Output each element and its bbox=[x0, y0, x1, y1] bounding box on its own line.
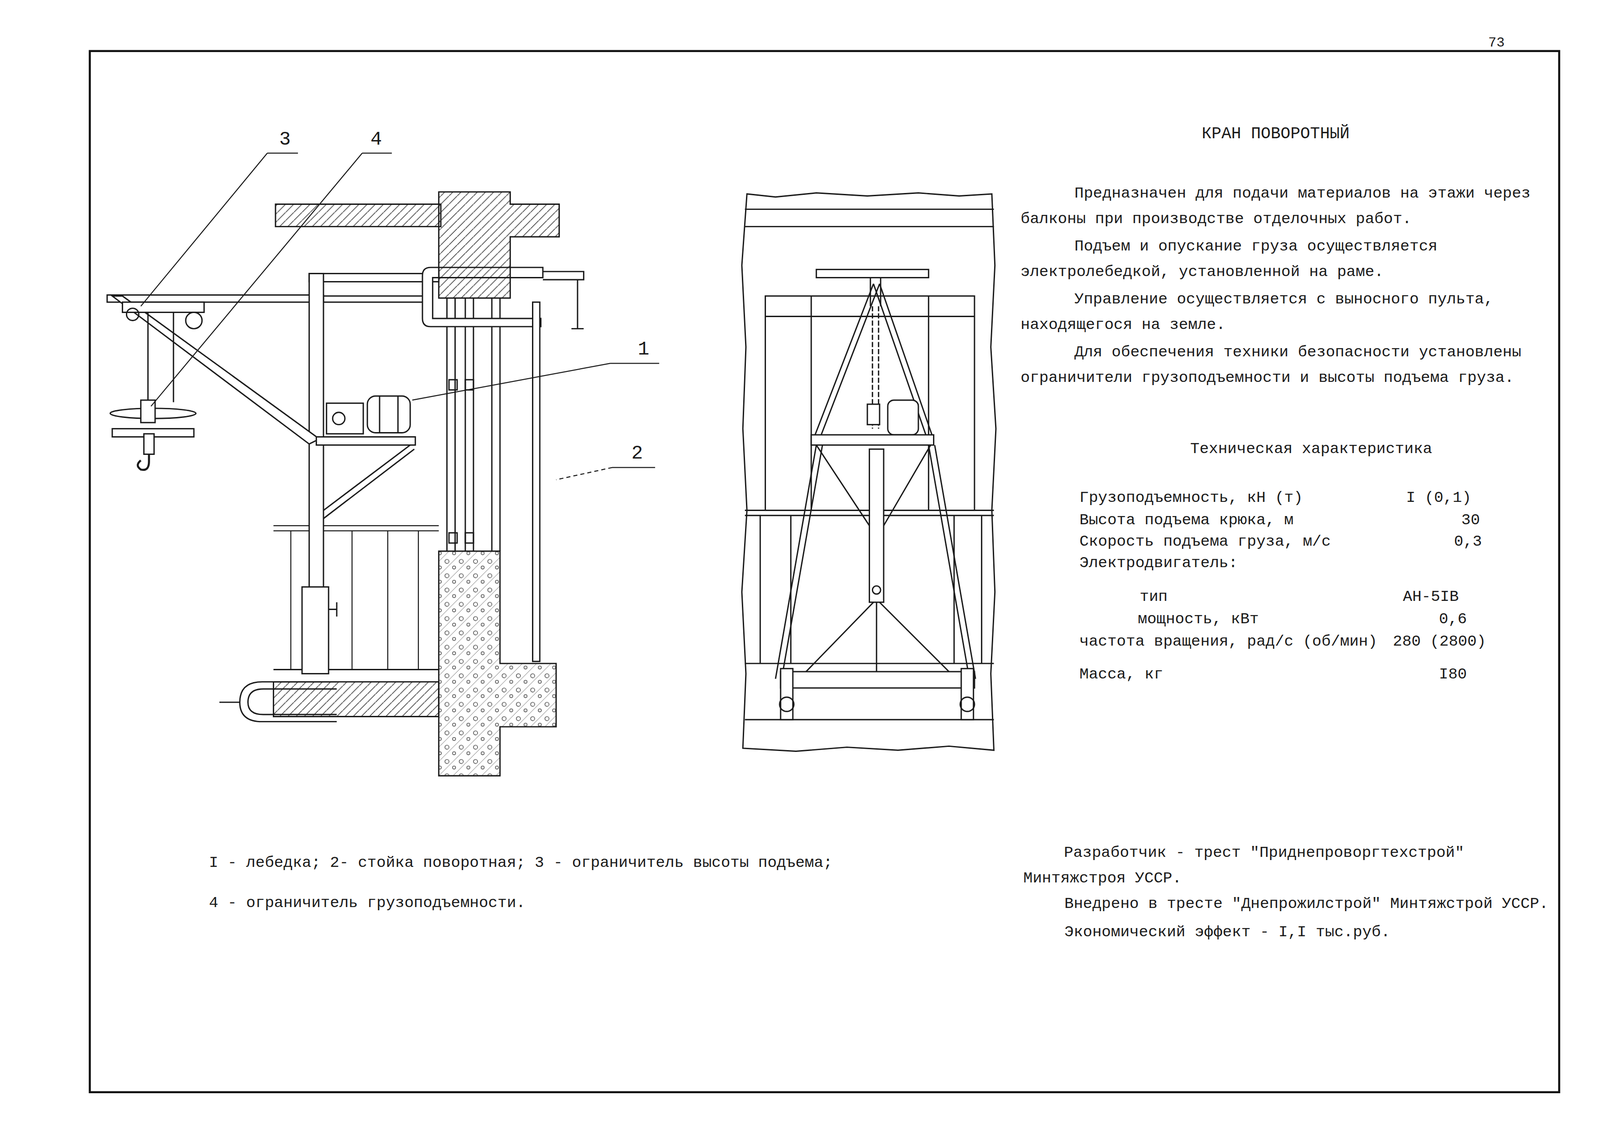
paragraph: Для обеспечения техники безопасности уст… bbox=[1020, 339, 1555, 391]
side-view-part bbox=[326, 403, 364, 434]
side-view-part bbox=[239, 681, 337, 722]
table-cell: 0,3 bbox=[1454, 528, 1482, 555]
paragraph: Управление осуществляется с выносного пу… bbox=[1020, 286, 1555, 338]
title: КРАН ПОВОРОТНЫЙ bbox=[1201, 121, 1350, 147]
leader-lines bbox=[140, 153, 660, 480]
side-view-part bbox=[448, 532, 458, 543]
table-cell: Скорость подъема груза, м/с bbox=[1079, 528, 1331, 555]
table-cell: Масса, кг bbox=[1079, 661, 1164, 688]
developer-note: Разработчик - трест "Приднепроворгтехстр… bbox=[1023, 839, 1553, 892]
front-view-part bbox=[741, 192, 996, 752]
table-cell: 0,6 bbox=[1438, 606, 1467, 632]
front-view-part bbox=[775, 444, 976, 679]
front-view-part bbox=[745, 209, 995, 227]
side-view-part bbox=[447, 297, 501, 552]
front-view-part bbox=[872, 585, 881, 595]
paragraph: Подъем и опускание груза осуществляется … bbox=[1020, 233, 1555, 285]
side-view-part bbox=[112, 296, 320, 444]
side-view-part bbox=[532, 302, 541, 662]
side-view-part bbox=[122, 302, 204, 313]
side-view-part bbox=[367, 396, 411, 433]
side-view-part bbox=[316, 437, 416, 446]
side-view-part bbox=[379, 396, 398, 433]
front-view-part bbox=[887, 400, 919, 435]
side-view-part bbox=[328, 602, 337, 617]
side-view-part bbox=[137, 454, 150, 470]
leader-lines-part bbox=[556, 467, 613, 480]
table-cell: тип bbox=[1139, 583, 1168, 610]
parts-list: I - лебедка; 2- стойка поворотная; 3 - о… bbox=[208, 849, 833, 876]
side-view-part bbox=[542, 271, 584, 329]
callout-number: 3 bbox=[279, 126, 291, 153]
side-view-part bbox=[275, 203, 441, 227]
front-view-part bbox=[780, 671, 975, 688]
side-view-part bbox=[438, 267, 543, 278]
front-view-part bbox=[803, 602, 951, 674]
front-view-part bbox=[814, 283, 933, 438]
callout-number: 1 bbox=[637, 336, 650, 363]
side-view-part bbox=[185, 312, 203, 329]
side-view-part bbox=[107, 295, 324, 303]
leader-lines-part bbox=[412, 363, 660, 401]
page-number: 73 bbox=[1488, 30, 1505, 56]
side-view-part bbox=[247, 688, 337, 715]
side-view-part bbox=[465, 379, 474, 390]
leader-lines-part bbox=[612, 466, 656, 468]
side-view bbox=[107, 192, 584, 777]
side-view-part bbox=[143, 433, 154, 455]
front-view-part bbox=[811, 434, 934, 445]
side-view-part bbox=[323, 296, 431, 303]
side-view-part bbox=[147, 312, 174, 403]
table-cell: АН-5IВ bbox=[1402, 583, 1459, 610]
callout-number: 2 bbox=[631, 440, 643, 467]
front-view-part bbox=[867, 404, 880, 425]
side-view-part bbox=[273, 681, 439, 717]
table-heading: Техническая характеристика bbox=[1190, 436, 1433, 462]
front-view bbox=[741, 192, 996, 752]
paragraph: Предназначен для подачи материалов на эт… bbox=[1020, 180, 1555, 232]
table-cell: Высота подъема крюка, м bbox=[1079, 507, 1294, 533]
table-cell: I80 bbox=[1438, 661, 1467, 688]
side-view-part bbox=[219, 701, 240, 704]
leader-lines-part bbox=[151, 153, 392, 407]
developer-note: Экономический эффект - I,I тыс.руб. bbox=[1064, 919, 1391, 945]
page-frame bbox=[89, 51, 1560, 1093]
side-view-part bbox=[302, 586, 329, 674]
front-view-part bbox=[816, 269, 929, 278]
front-view-part bbox=[960, 697, 975, 712]
table-cell: 280 (2800) bbox=[1392, 628, 1486, 655]
callout-number: 4 bbox=[370, 126, 382, 153]
front-view-part bbox=[779, 697, 794, 712]
table-cell: частота вращения, рад/с (об/мин) bbox=[1079, 628, 1378, 655]
parts-list: 4 - ограничитель грузоподъемности. bbox=[208, 890, 526, 916]
table-cell: Грузоподъемность, кН (т) bbox=[1079, 484, 1303, 511]
table-cell: 30 bbox=[1461, 507, 1481, 533]
table-cell: мощность, кВт bbox=[1137, 606, 1259, 632]
table-cell: Электродвигатель: bbox=[1079, 550, 1238, 576]
developer-note: Внедрено в тресте "Днепрожилстрой" Минтя… bbox=[1064, 891, 1549, 917]
front-view-part bbox=[745, 663, 995, 720]
side-view-part bbox=[438, 192, 560, 299]
leader-lines-part bbox=[140, 153, 298, 307]
side-view-part bbox=[273, 525, 439, 670]
side-view-part bbox=[332, 412, 345, 425]
side-view-part bbox=[273, 668, 439, 671]
side-view-part bbox=[126, 308, 139, 321]
side-view-part bbox=[309, 273, 439, 282]
side-view-part bbox=[465, 532, 474, 543]
side-view-part bbox=[422, 267, 541, 327]
front-view-part bbox=[869, 448, 884, 603]
side-view-part bbox=[448, 379, 458, 390]
side-view-part bbox=[323, 444, 415, 519]
table-cell: I (0,1) bbox=[1406, 484, 1472, 511]
